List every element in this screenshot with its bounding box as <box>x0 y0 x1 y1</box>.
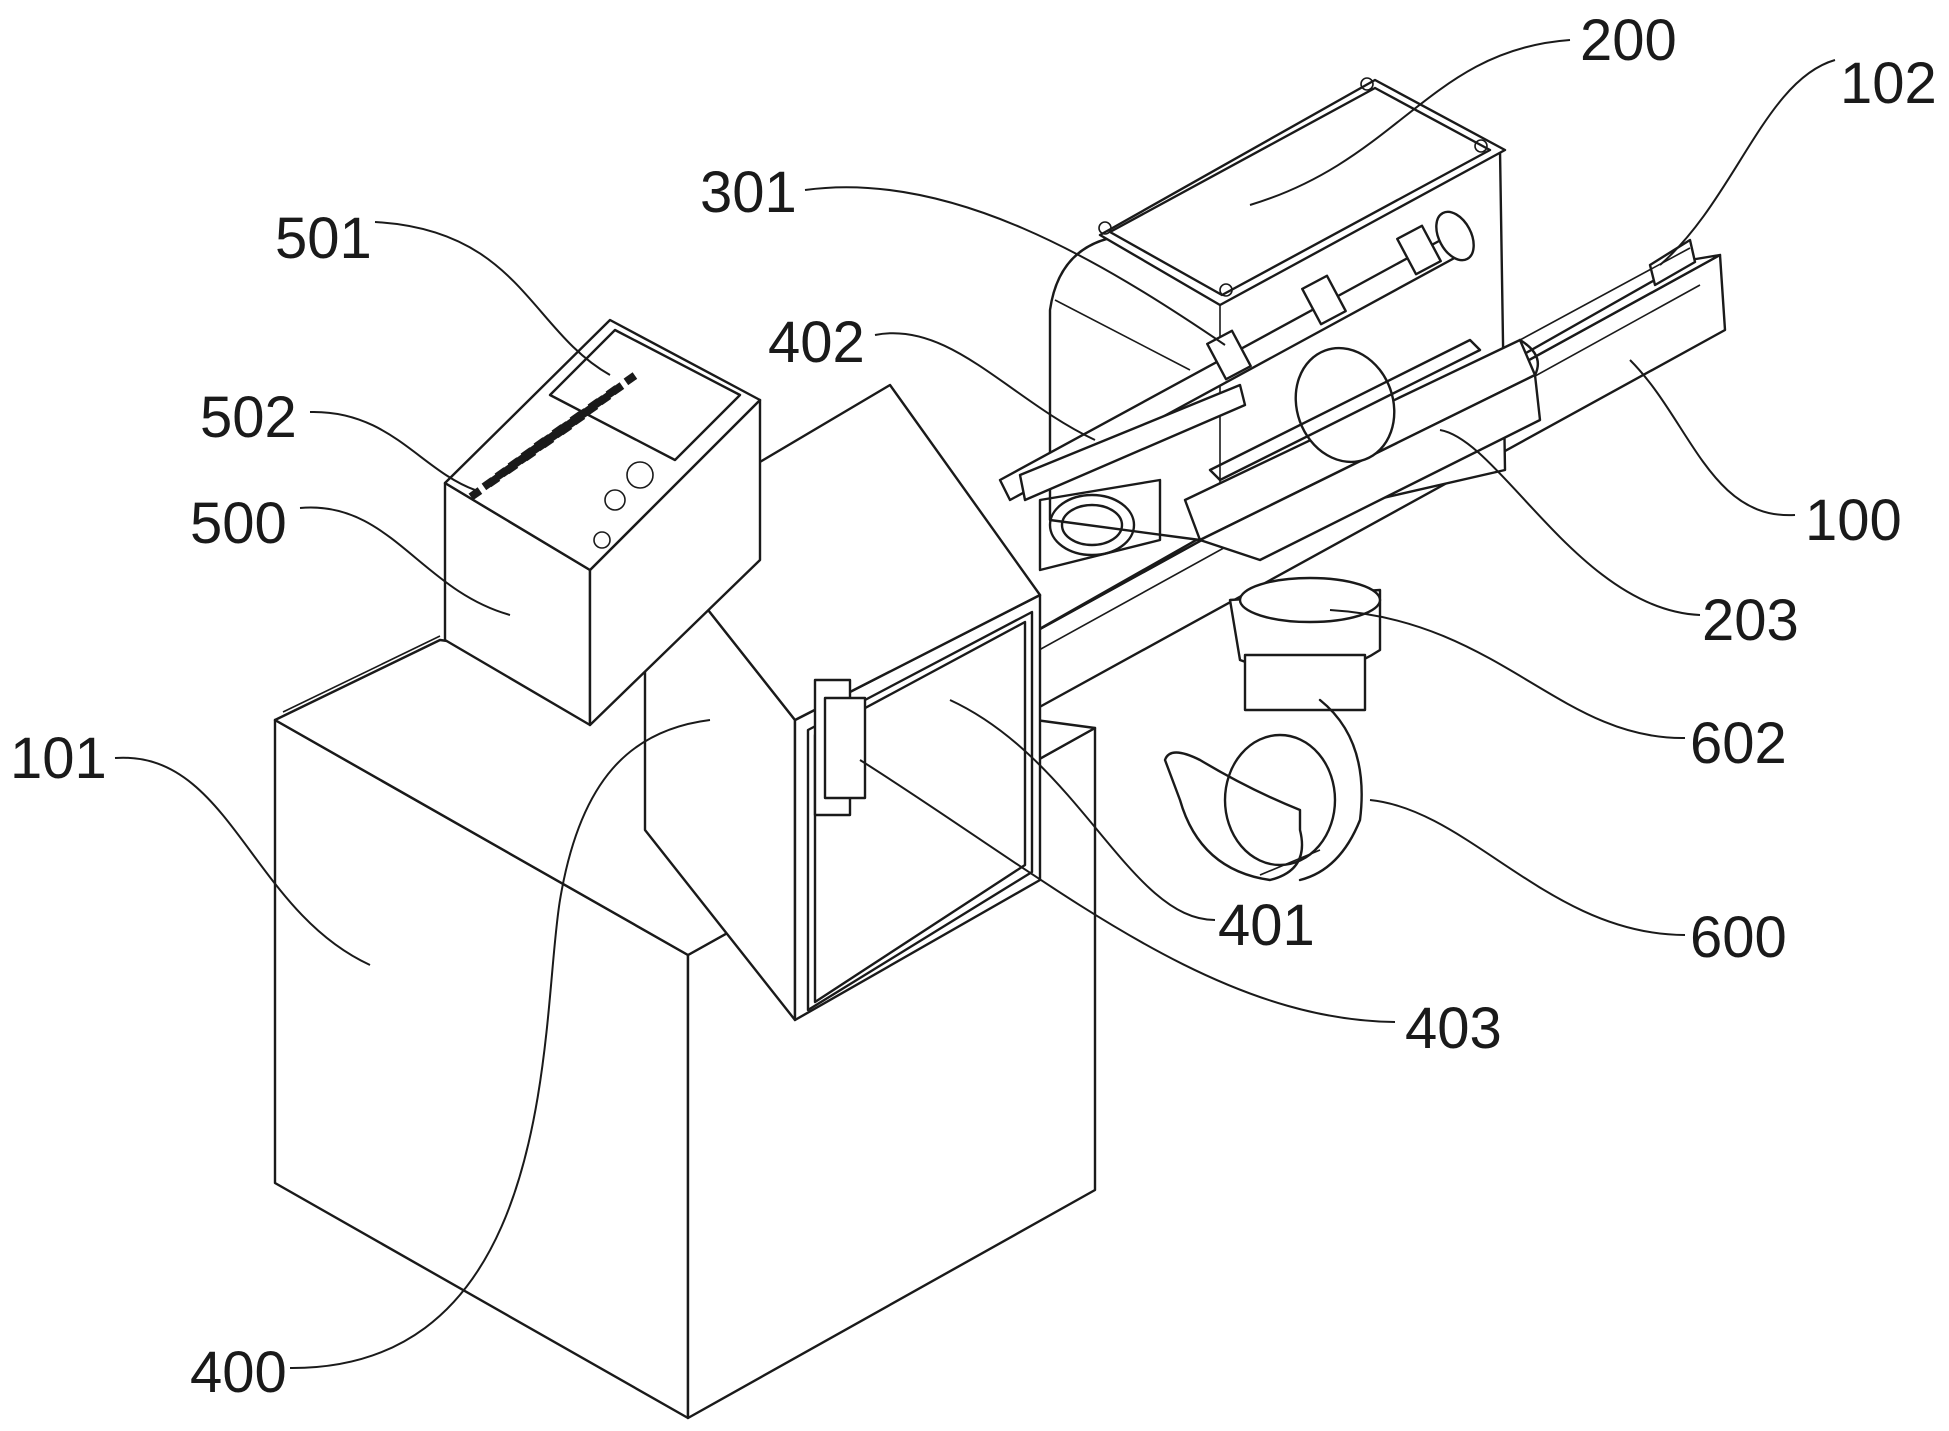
clamp-600 <box>1163 698 1363 882</box>
leader-301 <box>804 186 1226 346</box>
label-500: 500 <box>190 491 287 556</box>
leader-602 <box>1329 609 1686 740</box>
screw-rod-301 <box>998 210 1475 502</box>
leader-400 <box>289 719 711 1370</box>
label-301: 301 <box>700 160 797 225</box>
control-box-500 <box>443 318 762 727</box>
keypad-key <box>587 398 602 412</box>
leader-203 <box>1439 429 1701 616</box>
label-501: 501 <box>275 206 372 271</box>
keypad-key <box>507 457 522 471</box>
arm-203 <box>1183 338 1542 562</box>
label-200: 200 <box>1580 8 1677 73</box>
leader-600 <box>1369 799 1686 936</box>
label-400: 400 <box>190 1340 287 1405</box>
keypad-key <box>533 437 548 451</box>
handle-403 <box>813 678 867 817</box>
labels: 200 102 301 501 402 502 500 100 203 602 … <box>10 8 1937 1405</box>
leader-101 <box>114 756 371 966</box>
keypad-key <box>551 424 566 438</box>
keypad-502 <box>468 372 638 501</box>
leader-401 <box>949 699 1216 921</box>
keypad-key <box>569 411 584 425</box>
label-602: 602 <box>1690 711 1787 776</box>
label-102: 102 <box>1840 51 1937 116</box>
door-401 <box>813 620 1027 1004</box>
leader-100 <box>1629 359 1796 517</box>
keypad-key <box>468 487 483 501</box>
leader-403 <box>859 759 1396 1023</box>
leader-500 <box>299 506 511 616</box>
keypad-key <box>494 467 509 481</box>
keypad-key <box>623 372 638 386</box>
label-101: 101 <box>10 726 107 791</box>
screen-501 <box>548 328 742 462</box>
label-502: 502 <box>200 385 297 450</box>
leader-501 <box>374 221 611 376</box>
label-401: 401 <box>1218 893 1315 958</box>
label-203: 203 <box>1702 588 1799 653</box>
leader-402 <box>874 332 1096 441</box>
keypad-key <box>520 447 535 461</box>
leader-200 <box>1249 39 1571 206</box>
bracket-602 <box>1228 576 1382 712</box>
keypad-key <box>605 385 620 399</box>
leader-lines <box>114 39 1836 1370</box>
keypad-key <box>481 477 496 491</box>
label-402: 402 <box>768 310 865 375</box>
leader-502 <box>309 410 476 491</box>
knobs <box>593 461 654 549</box>
label-600: 600 <box>1690 905 1787 970</box>
label-100: 100 <box>1805 488 1902 553</box>
rod-402 <box>1018 383 1247 502</box>
label-403: 403 <box>1405 996 1502 1061</box>
leader-102 <box>1659 59 1836 266</box>
